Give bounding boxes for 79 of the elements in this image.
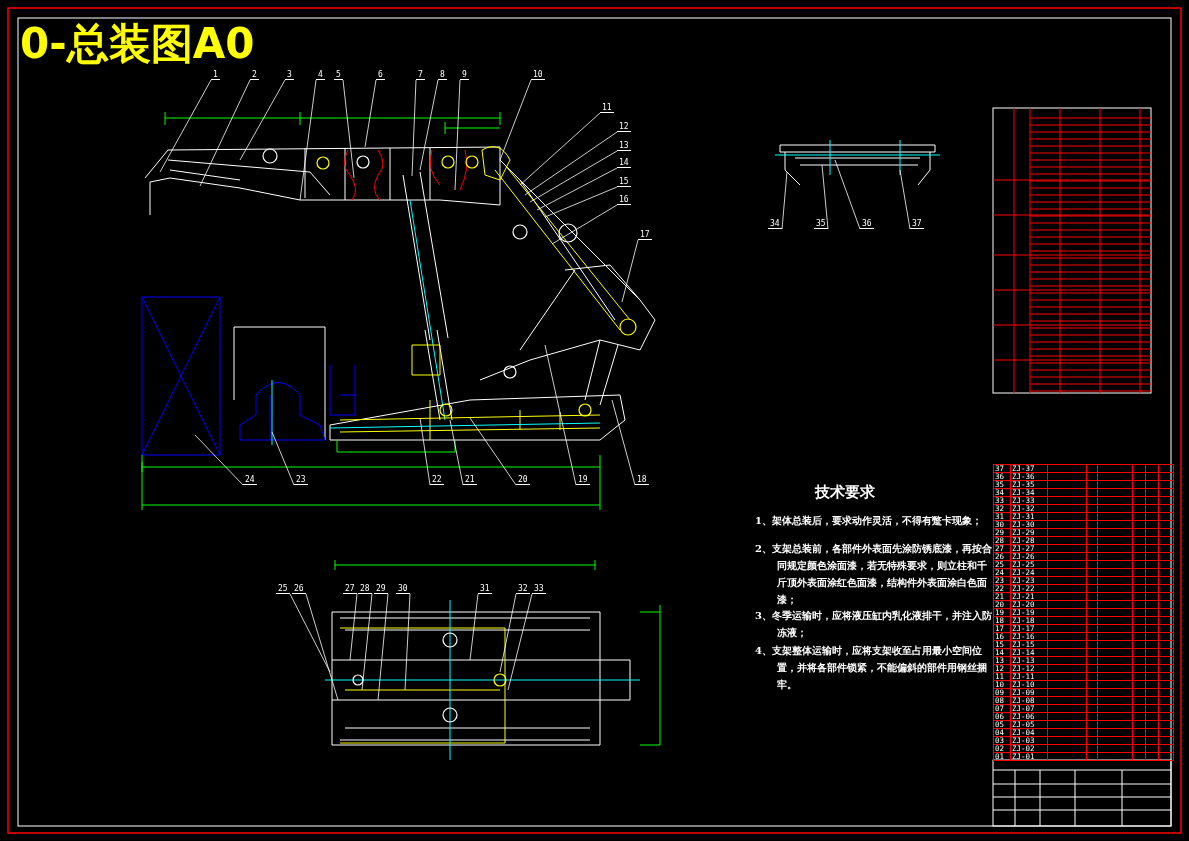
callout-number: 8 — [438, 70, 447, 80]
callout-number: 26 — [292, 584, 306, 594]
leader-line — [544, 186, 618, 218]
leader-line — [449, 419, 464, 486]
leader-line — [499, 79, 532, 161]
leader-line — [299, 79, 317, 201]
callout-number: 6 — [376, 70, 385, 80]
callout-number: 27 — [343, 584, 357, 594]
leader-line — [377, 593, 389, 701]
callout-number: 3 — [285, 70, 294, 80]
leader-line — [507, 593, 533, 691]
callout-number: 2 — [250, 70, 259, 80]
callout-number: 20 — [516, 475, 530, 485]
callout-number: 36 — [860, 219, 874, 229]
callout-number: 9 — [460, 70, 469, 80]
callout-number: 15 — [617, 177, 631, 187]
callout-number: 19 — [576, 475, 590, 485]
callout-number: 17 — [638, 230, 652, 240]
callout-number: 28 — [358, 584, 372, 594]
requirement-note: 3、冬季运输时，应将液压缸内乳化液排干，并注入防冻液； — [755, 609, 992, 640]
leader-line — [159, 79, 212, 173]
callout-number: 11 — [600, 103, 614, 113]
callout-number: 18 — [635, 475, 649, 485]
leader-line — [469, 417, 517, 486]
section-heading: 技术要求 — [815, 484, 875, 501]
callout-number: 5 — [334, 70, 343, 80]
requirement-note: 1、架体总装后，要求动作灵活，不得有蹩卡现象； — [755, 514, 983, 528]
leader-line — [271, 431, 295, 486]
callout-number: 4 — [316, 70, 325, 80]
callout-number: 12 — [617, 122, 631, 132]
requirement-note: 2、支架总装前，各部件外表面先涂防锈底漆，再按合同规定颜色涂面漆，若无特殊要求，则立柱和千斤顶外表面涂红色面漆，结构件外表面涂白色面漆； — [755, 542, 992, 607]
callout-number: 25 — [276, 584, 290, 594]
leader-line — [536, 167, 618, 211]
callout-number: 34 — [768, 219, 782, 229]
leader-line — [621, 239, 639, 303]
leader-line — [349, 593, 358, 661]
leader-line — [834, 159, 861, 230]
callout-number: 21 — [463, 475, 477, 485]
requirement-note: 4、支架整体运输时，应将支架收至占用最小空间位置，并将各部件锁紧，不能偏斜的部件用钢丝捆牢。 — [755, 644, 988, 692]
leader-line — [899, 169, 911, 230]
callout-number: 22 — [430, 475, 444, 485]
callout-number: 1 — [211, 70, 220, 80]
leader-line — [821, 164, 829, 230]
leader-line — [544, 344, 577, 486]
callout-number: 10 — [531, 70, 545, 80]
leader-line — [499, 593, 517, 673]
leader-line — [361, 593, 373, 691]
leader-line — [524, 131, 618, 196]
callout-number: 24 — [243, 475, 257, 485]
callout-number: 33 — [532, 584, 546, 594]
callout-number: 37 — [910, 219, 924, 229]
leader-line — [529, 150, 618, 203]
leader-line — [199, 79, 251, 187]
callout-number: 31 — [478, 584, 492, 594]
callout-number: 30 — [396, 584, 410, 594]
callout-number: 29 — [374, 584, 388, 594]
leader-line — [194, 434, 244, 486]
callout-number: 16 — [617, 195, 631, 205]
leader-line — [404, 593, 411, 691]
leader-line — [419, 79, 439, 171]
leader-line — [781, 171, 788, 230]
callout-number: 23 — [294, 475, 308, 485]
leader-line — [551, 204, 618, 245]
callout-number: 13 — [617, 141, 631, 151]
leader-line — [364, 79, 377, 148]
leader-line — [454, 79, 461, 191]
leader-line — [305, 593, 339, 701]
leader-line — [469, 593, 479, 661]
callout-number: 7 — [416, 70, 425, 80]
leader-line — [419, 417, 431, 486]
leader-line — [411, 79, 417, 177]
leader-line — [519, 112, 601, 186]
drawing-title: 0-总装图A0 — [20, 18, 255, 70]
leader-line — [239, 79, 286, 161]
callout-number: 32 — [516, 584, 530, 594]
callout-number: 14 — [617, 158, 631, 168]
leader-line — [342, 79, 355, 179]
leader-line — [611, 399, 636, 486]
callout-number: 35 — [814, 219, 828, 229]
